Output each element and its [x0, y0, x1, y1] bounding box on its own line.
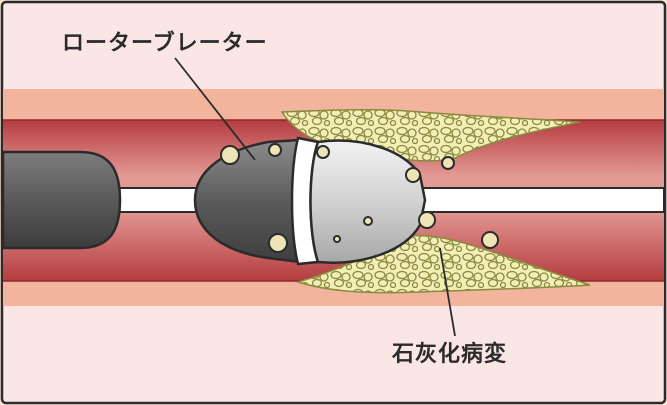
catheter-body	[3, 152, 120, 248]
guide-wire-right	[420, 188, 664, 212]
calcified-lesion-label: 石灰化病変	[392, 344, 507, 366]
rotablator-label: ローターブレーター	[62, 33, 268, 55]
